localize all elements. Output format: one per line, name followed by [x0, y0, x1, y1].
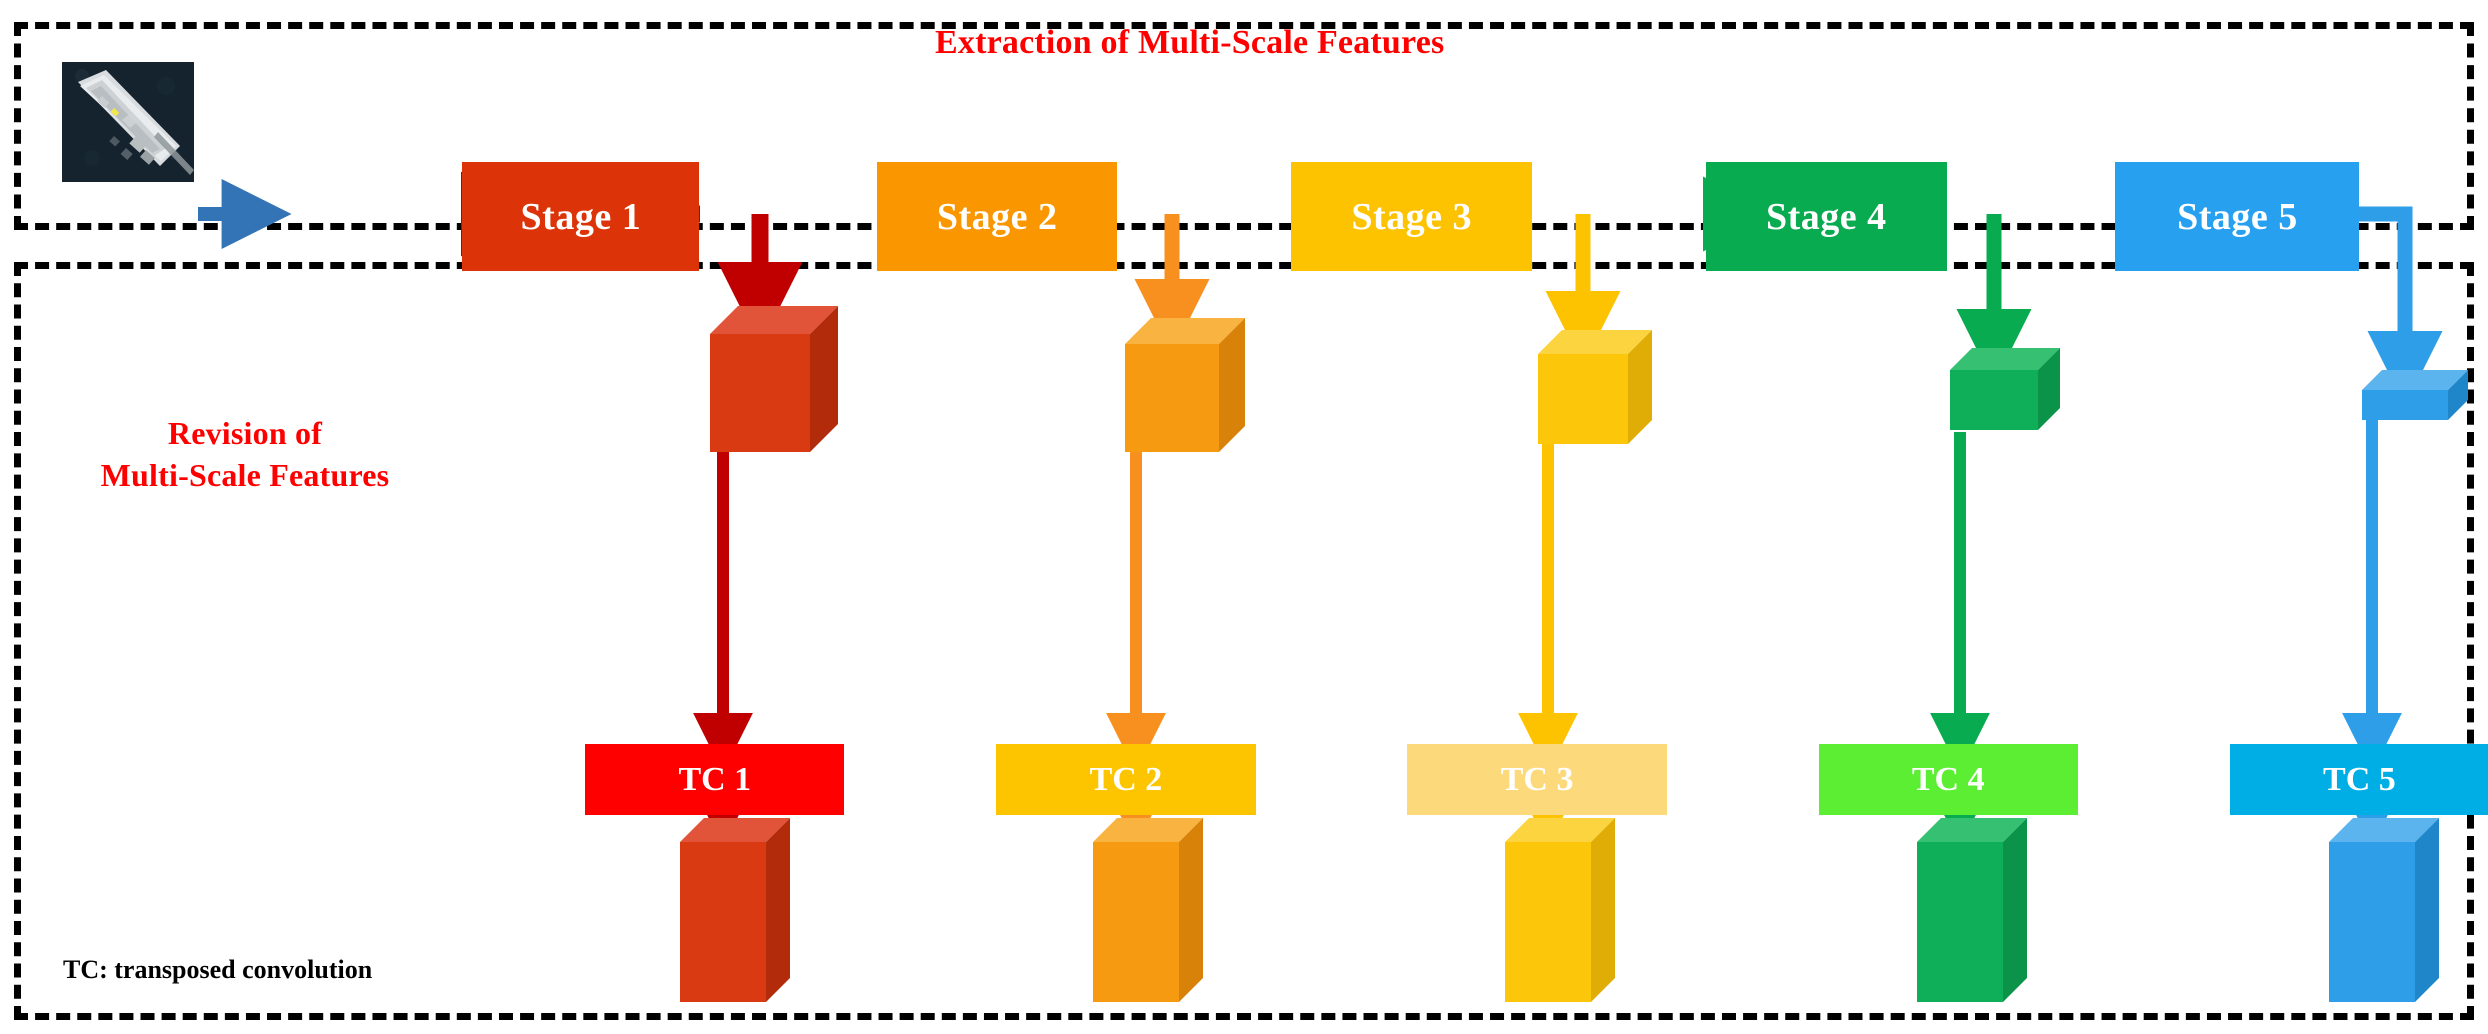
stage-box-1[interactable]: Stage 1: [462, 162, 700, 272]
tc-box-2[interactable]: TC 2: [996, 743, 1256, 816]
panel-extraction-of-multi-scale-features: [14, 22, 2474, 230]
extraction-section-title: Extraction of Multi-Scale Features: [935, 24, 1445, 61]
stage-box-5[interactable]: Stage 5: [2115, 162, 2360, 272]
legend-note-tc-abbreviation: TC: transposed convolution: [63, 955, 373, 984]
input-satellite-ship-image: [62, 62, 194, 182]
panel-revision-of-multi-scale-features: [14, 262, 2474, 1020]
stage-box-4[interactable]: Stage 4: [1706, 162, 1947, 272]
tc-box-1[interactable]: TC 1: [585, 743, 845, 816]
tc-box-5[interactable]: TC 5: [2229, 743, 2488, 816]
stage-box-3[interactable]: Stage 3: [1291, 162, 1532, 272]
tc-box-3[interactable]: TC 3: [1407, 743, 1667, 816]
tc-box-4[interactable]: TC 4: [1818, 743, 2078, 816]
stage-box-2[interactable]: Stage 2: [876, 162, 1118, 272]
